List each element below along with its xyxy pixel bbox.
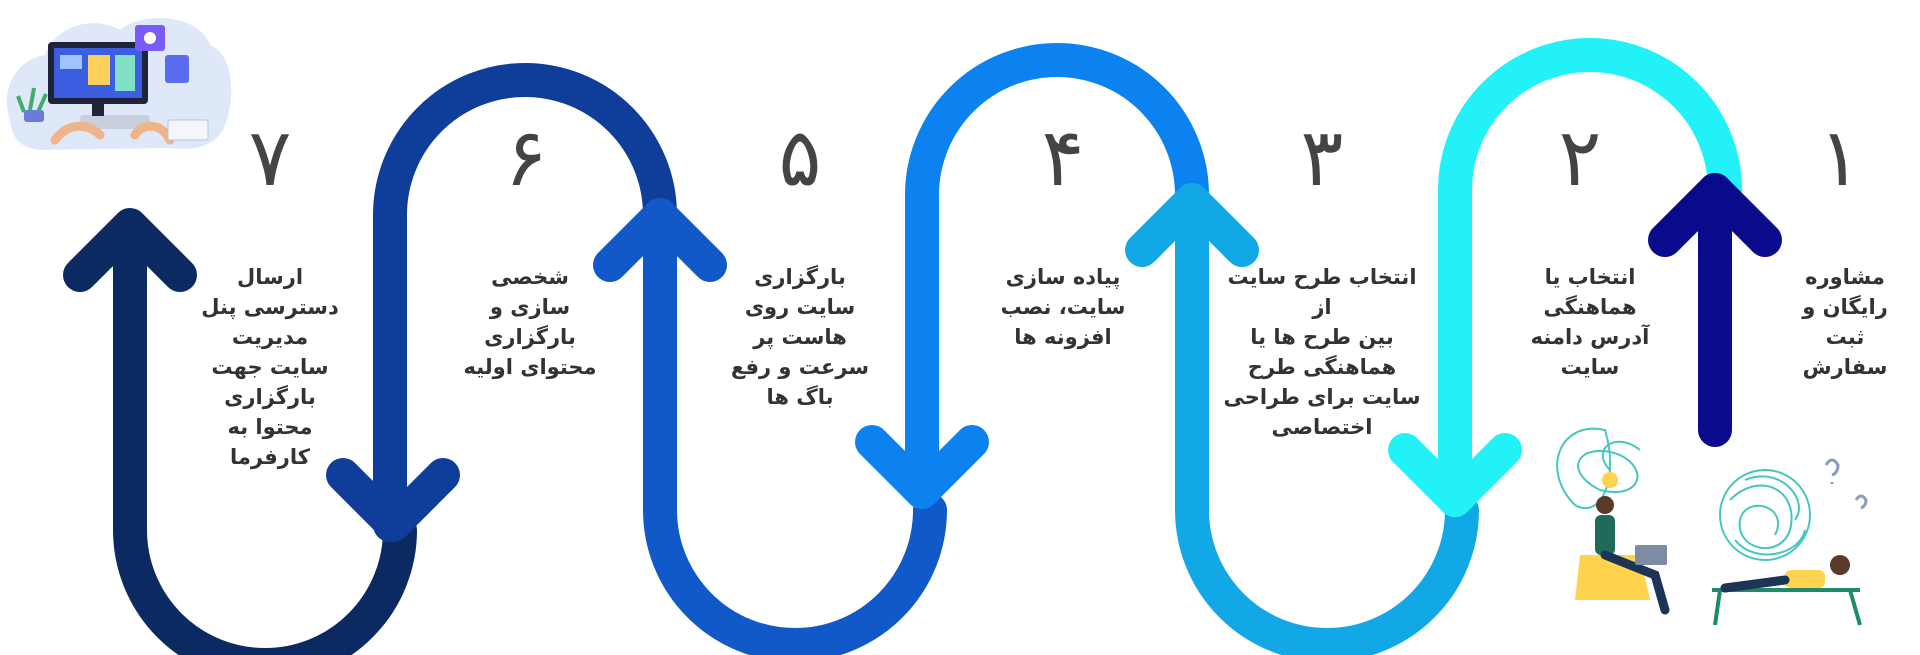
- arrowhead-step-3: [1125, 183, 1259, 267]
- step-3-number: ۳: [1300, 111, 1344, 204]
- path-line-step-7: [113, 213, 417, 655]
- path-line-step-2: [1438, 38, 1742, 517]
- thinking-people-illustration: [1556, 427, 1868, 626]
- arrowhead-step-1: [1648, 173, 1782, 257]
- arrowhead-step-4: [855, 425, 989, 509]
- path-step-2: [1388, 38, 1742, 517]
- path-step-5: [593, 198, 947, 655]
- arrowhead-step-2: [1388, 433, 1522, 517]
- step-2-label: انتخاب یا هماهنگی آدرس دامنه سایت: [1530, 265, 1650, 379]
- path-line-step-4: [905, 43, 1209, 509]
- path-step-4: [855, 43, 1209, 509]
- path-step-6: [326, 63, 677, 542]
- step-7-number: ۷: [248, 111, 292, 204]
- step-5-label: بارگزاری سایت روی هاست پر سرعت و رفع باگ…: [730, 265, 870, 409]
- process-paths: [63, 38, 1782, 655]
- step-4-label: پیاده سازی سایت، نصب افزونه ها: [1000, 265, 1126, 349]
- path-line-step-6: [373, 63, 677, 542]
- path-step-7: [63, 208, 417, 655]
- step-6-number: ۶: [504, 111, 548, 204]
- step-1-number: ۱: [1818, 111, 1862, 204]
- arrowhead-step-5: [593, 198, 727, 282]
- step-6-label: شخصی سازی و بارگزاری محتوای اولیه: [463, 265, 597, 379]
- path-line-step-5: [643, 198, 947, 655]
- step-1-label: مشاوره رایگان و ثبت سفارش: [1802, 265, 1888, 379]
- step-4-number: ۴: [1041, 111, 1085, 204]
- step-3-label: انتخاب طرح سایت از بین طرح ها یا هماهنگی…: [1223, 265, 1421, 439]
- path-step-1: [1648, 173, 1782, 447]
- computer-workspace-illustration: [6, 18, 232, 150]
- path-line-step-3: [1175, 183, 1479, 655]
- path-step-3: [1125, 183, 1479, 655]
- step-2-number: ۲: [1558, 111, 1602, 204]
- arrowhead-step-7: [63, 208, 197, 292]
- arrowhead-step-6: [326, 458, 460, 542]
- step-5-number: ۵: [778, 111, 822, 204]
- step-7-label: ارسال دسترسی پنل مدیریت سایت جهت بارگزار…: [201, 265, 339, 469]
